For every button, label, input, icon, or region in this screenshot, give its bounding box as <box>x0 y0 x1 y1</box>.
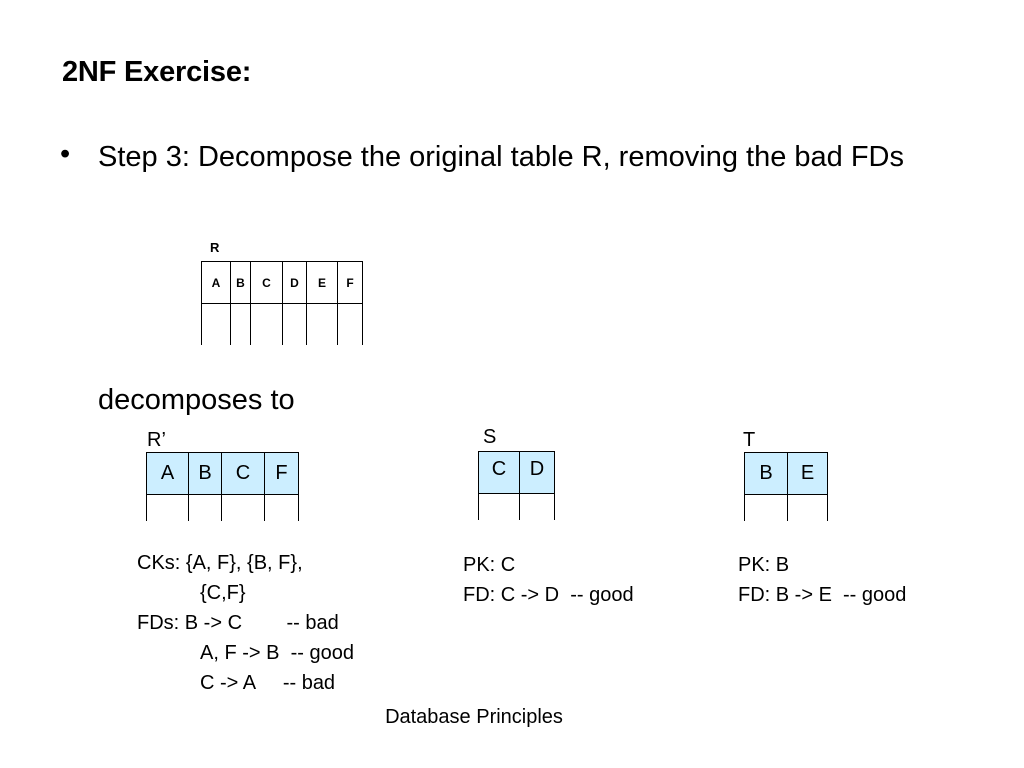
table-cell <box>744 494 788 521</box>
table-t-col-b: B <box>744 452 788 495</box>
table-r-prime-col-b: B <box>188 452 222 495</box>
table-s-col-c: C <box>478 451 520 494</box>
fd-line-2: A, F -> B -- good <box>200 642 354 664</box>
table-r-col-c: C <box>250 261 283 304</box>
ck-line-2: {C,F} <box>200 582 246 604</box>
table-t-header-row: B E <box>744 452 828 495</box>
table-cell <box>201 303 231 345</box>
table-s: C D <box>478 451 555 520</box>
table-s-col-d: D <box>519 451 555 494</box>
t-fd-line: FD: B -> E -- good <box>738 584 907 606</box>
table-cell <box>282 303 307 345</box>
table-t-col-e: E <box>787 452 828 495</box>
table-cell <box>478 493 520 520</box>
table-cell <box>221 494 265 521</box>
table-r: A B C D E F <box>201 261 363 345</box>
table-cell <box>337 303 363 345</box>
table-r-col-f: F <box>337 261 363 304</box>
table-r-prime-col-c: C <box>221 452 265 495</box>
table-s-header-row: C D <box>478 451 555 494</box>
table-r-prime-col-a: A <box>146 452 189 495</box>
table-r-prime-header-row: A B C F <box>146 452 299 495</box>
table-cell <box>188 494 222 521</box>
table-r-empty-row <box>201 303 363 345</box>
table-r-prime-notes: CKs: {A, F}, {B, F}, {C,F} FDs: B -> C -… <box>137 548 354 698</box>
table-t: B E <box>744 452 828 521</box>
table-t-notes: PK: B FD: B -> E -- good <box>738 550 906 610</box>
table-s-notes: PK: C FD: C -> D -- good <box>463 550 634 610</box>
s-fd-line: FD: C -> D -- good <box>463 584 634 606</box>
fd-line-1: FDs: B -> C -- bad <box>137 612 339 634</box>
slide-footer: Database Principles <box>385 706 563 728</box>
table-r-prime-label: R’ <box>147 429 166 451</box>
table-r-col-b: B <box>230 261 251 304</box>
decomposes-text: decomposes to <box>98 384 295 416</box>
table-r-prime-empty-row <box>146 494 299 521</box>
table-cell <box>306 303 338 345</box>
table-t-label: T <box>743 429 756 451</box>
ck-line-1: CKs: {A, F}, {B, F}, <box>137 552 303 574</box>
table-s-empty-row <box>478 493 555 520</box>
bullet-marker: • <box>60 138 71 170</box>
s-pk-line: PK: C <box>463 554 516 576</box>
table-cell <box>264 494 299 521</box>
table-r-col-e: E <box>306 261 338 304</box>
table-r-header-row: A B C D E F <box>201 261 363 304</box>
table-t-empty-row <box>744 494 828 521</box>
t-pk-line: PK: B <box>738 554 790 576</box>
table-cell <box>146 494 189 521</box>
table-cell <box>250 303 283 345</box>
bullet-text: Step 3: Decompose the original table R, … <box>98 141 904 173</box>
table-cell <box>230 303 251 345</box>
table-r-col-d: D <box>282 261 307 304</box>
table-r-prime-col-f: F <box>264 452 299 495</box>
table-cell <box>787 494 828 521</box>
table-cell <box>519 493 555 520</box>
table-s-label: S <box>483 426 497 448</box>
fd-line-3: C -> A -- bad <box>200 672 336 694</box>
table-r-prime: A B C F <box>146 452 299 521</box>
table-r-col-a: A <box>201 261 231 304</box>
table-r-label: R <box>210 240 220 255</box>
slide-title: 2NF Exercise: <box>62 56 252 88</box>
